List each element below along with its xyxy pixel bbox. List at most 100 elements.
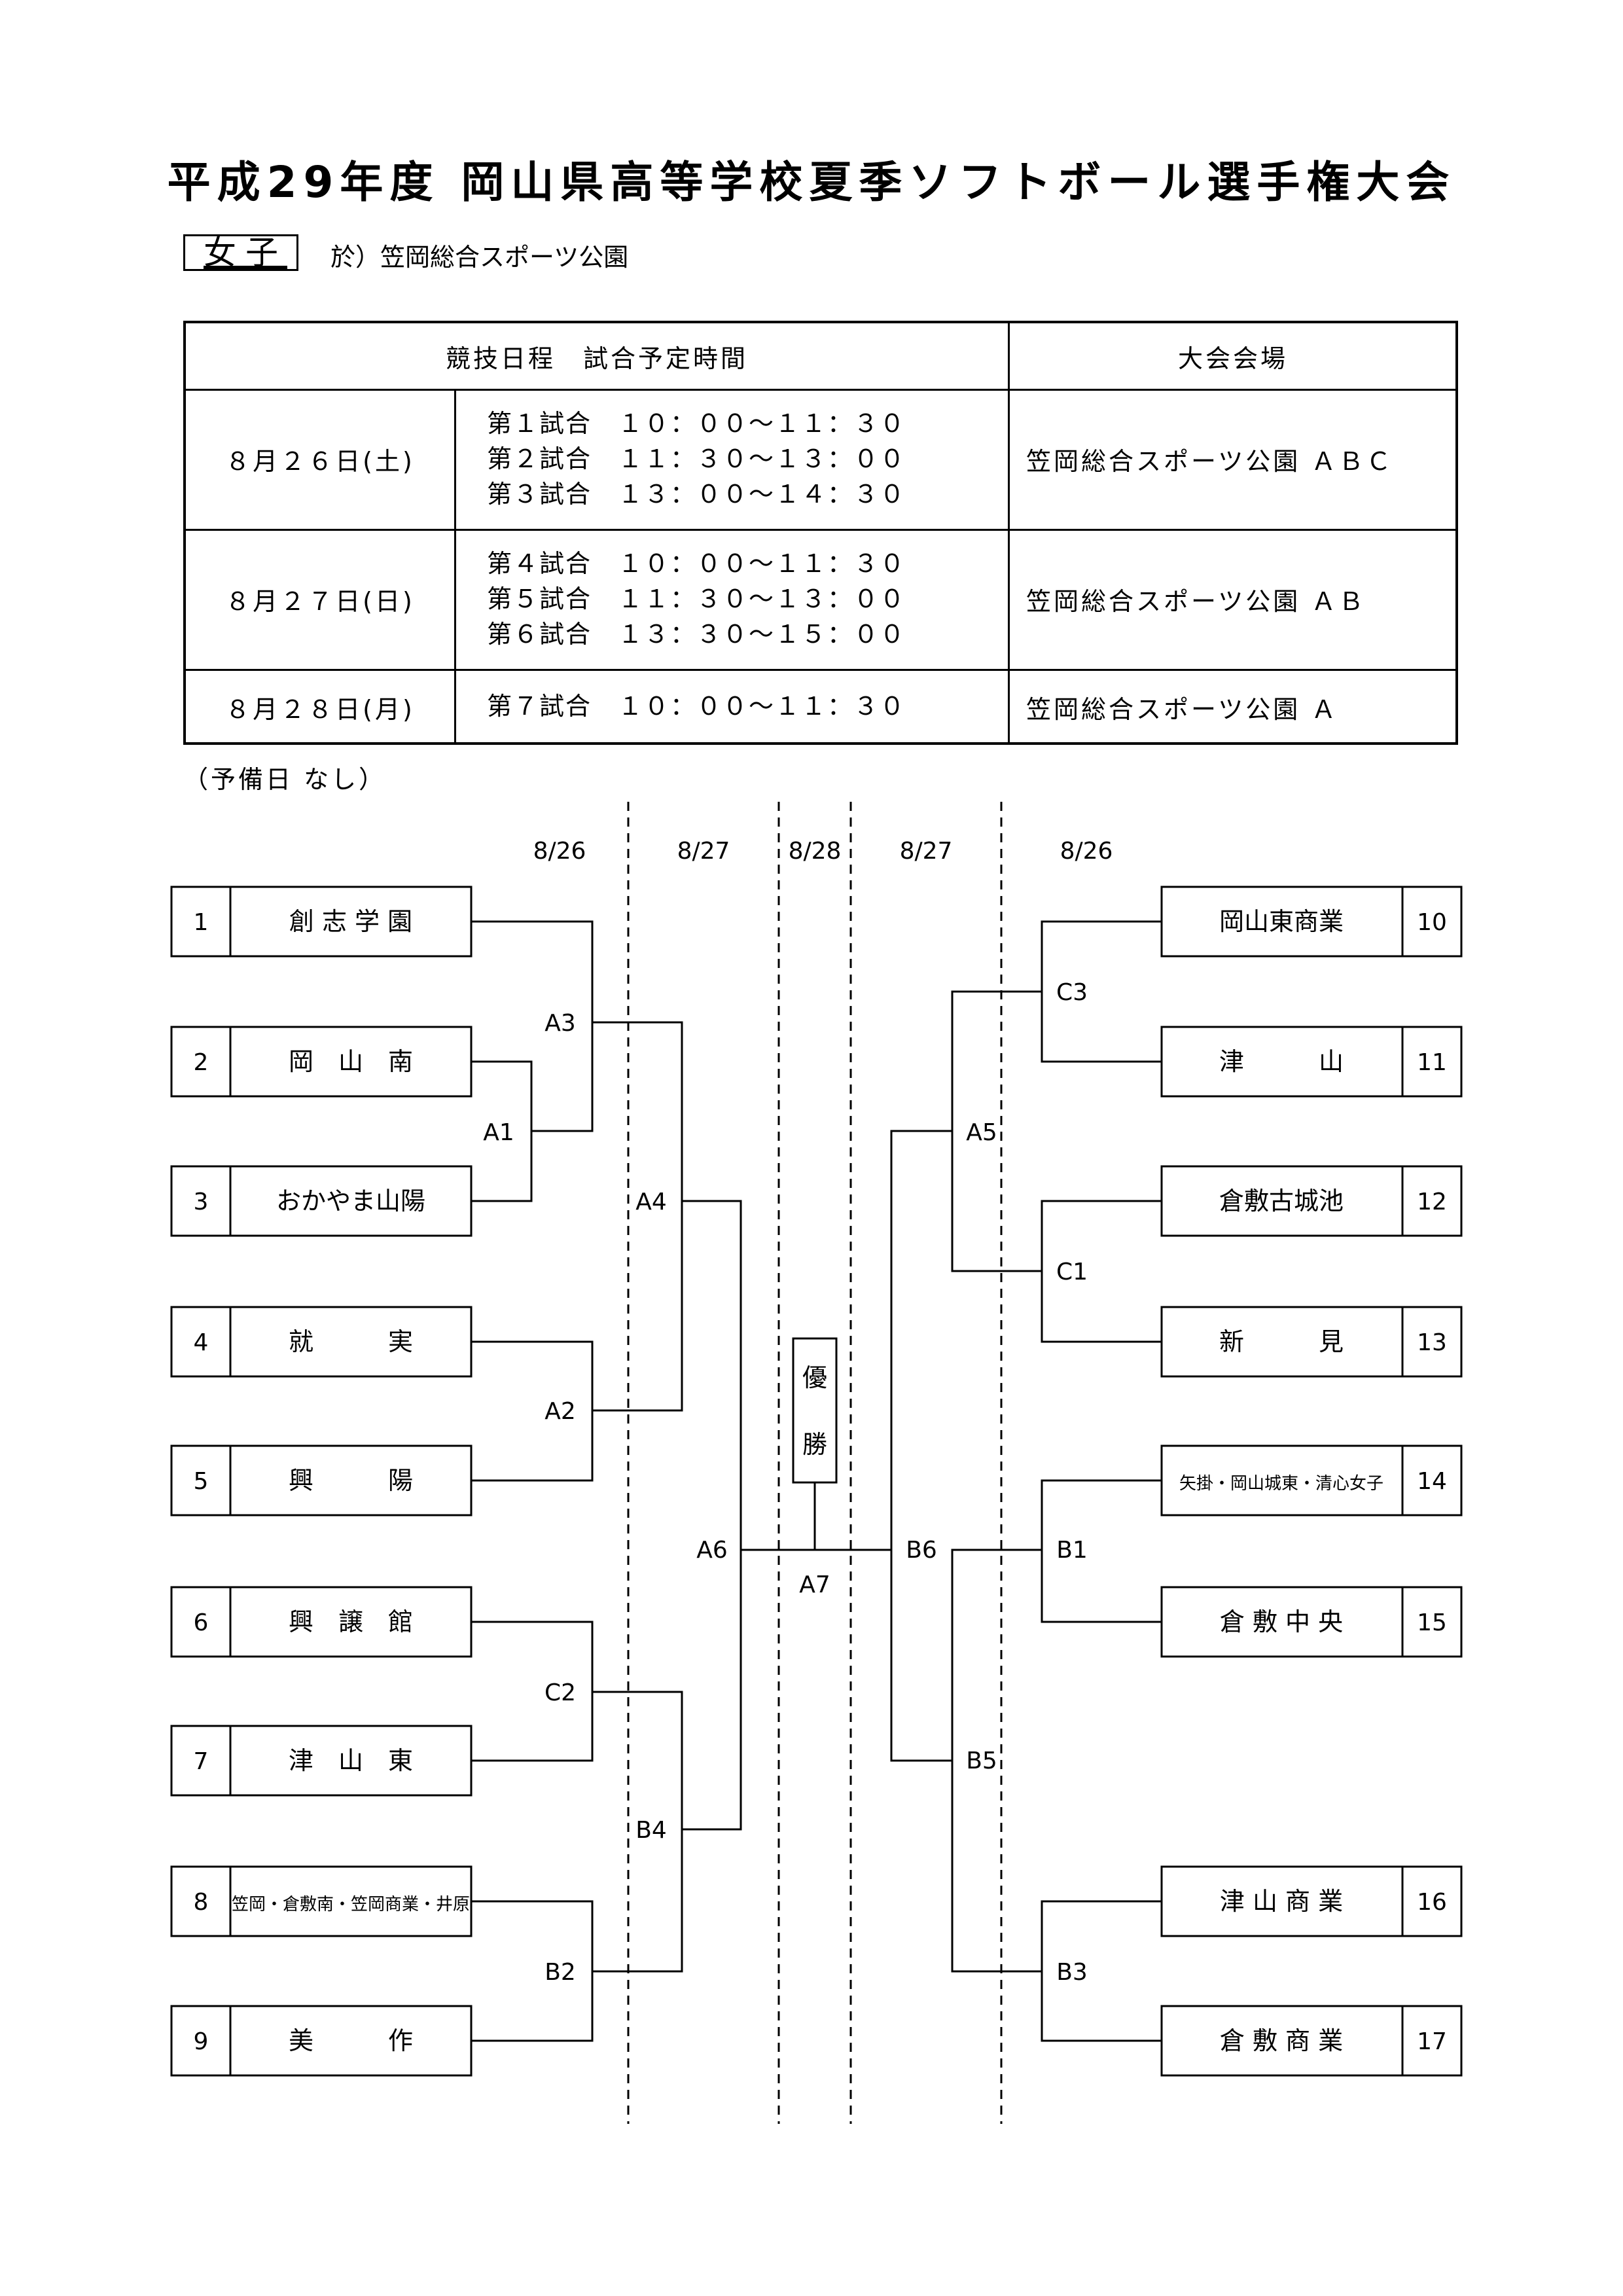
team-name: おかやま山陽	[276, 1187, 425, 1215]
date-header: 8/27	[677, 838, 730, 865]
game-label-c3: C3	[1056, 979, 1088, 1006]
team-seed: 16	[1417, 1889, 1447, 1916]
right-team-entry: 岡山東商業 10	[1160, 886, 1463, 958]
game-label-a2: A2	[544, 1398, 576, 1425]
team-seed: 10	[1417, 909, 1447, 936]
champion-label: 勝	[802, 1430, 827, 1459]
team-seed: 11	[1417, 1049, 1447, 1076]
team-box	[1160, 1026, 1463, 1098]
date-header: 8/27	[900, 838, 953, 865]
team-name: 倉敷古城池	[1219, 1187, 1344, 1215]
game-label-b2: B2	[544, 1959, 576, 1986]
team-name: 興 陽	[289, 1466, 413, 1495]
row3-venue: 笠岡総合スポーツ公園 Ａ	[1026, 694, 1339, 724]
right-team-entry: 新 見 13	[1160, 1306, 1463, 1378]
game-slot: 第６試合 １３：３０～１５：００	[487, 620, 906, 649]
venue-note: 於）笠岡総合スポーツ公園	[330, 243, 629, 272]
schedule-table: 競技日程 試合予定時間 大会会場 ８月２６日(土) 第１試合 １０：００～１１：…	[183, 321, 1458, 745]
team-name: 倉 敷 商 業	[1220, 2026, 1343, 2055]
team-seed: 4	[194, 1329, 209, 1356]
game-label-a1: A1	[483, 1119, 514, 1146]
game-slot: 第２試合 １１：３０～１３：００	[487, 444, 906, 473]
row3-date: ８月２８日(月)	[225, 694, 415, 724]
game-label-c1: C1	[1056, 1259, 1088, 1285]
team-name: 新 見	[1219, 1327, 1344, 1356]
champion-label: 優	[802, 1363, 827, 1392]
team-box	[170, 1586, 473, 1658]
team-box	[170, 1725, 473, 1797]
game-label-b4: B4	[635, 1817, 667, 1844]
game-slot: 第５試合 １１：３０～１３：００	[487, 584, 906, 613]
team-seed: 14	[1417, 1468, 1447, 1495]
game-slot: 第３試合 １３：００～１４：３０	[487, 480, 906, 509]
left-team-entry: 5 興 陽	[170, 1444, 473, 1516]
game-label-b1: B1	[1056, 1537, 1088, 1564]
game-label-a4: A4	[635, 1189, 667, 1215]
team-seed: 1	[194, 909, 209, 936]
team-box	[1160, 886, 1463, 958]
left-team-entry: 9 美 作	[170, 2005, 473, 2077]
team-box	[1160, 2005, 1463, 2077]
game-slot: 第４試合 １０：００～１１：３０	[487, 549, 906, 578]
game-label-b3: B3	[1056, 1959, 1088, 1986]
header-venue: 大会会場	[1177, 344, 1288, 373]
team-seed: 7	[194, 1748, 209, 1775]
team-seed: 2	[194, 1049, 209, 1076]
left-team-entry: 7 津 山 東	[170, 1725, 473, 1797]
right-team-entry: 津 山 商 業 16	[1160, 1865, 1463, 1937]
team-box	[1160, 1865, 1463, 1937]
team-box	[170, 1444, 473, 1516]
division-label: 女子	[183, 234, 298, 271]
row3-games: 第７試合 １０：００～１１：３０	[487, 689, 906, 724]
team-box	[1160, 1444, 1463, 1516]
bracket-lines	[471, 920, 1162, 2042]
champion-box	[792, 1337, 838, 1484]
team-seed: 13	[1417, 1329, 1447, 1356]
team-box	[170, 1026, 473, 1098]
team-name: 倉 敷 中 央	[1220, 1607, 1343, 1636]
reserve-note: （予備日 なし）	[183, 765, 387, 794]
date-header: 8/26	[533, 838, 586, 865]
team-seed: 9	[194, 2028, 209, 2055]
game-label-a3: A3	[544, 1010, 576, 1037]
team-name: 笠岡・倉敷南・笠岡商業・井原	[232, 1895, 470, 1914]
team-seed: 5	[194, 1468, 209, 1495]
team-box	[170, 886, 473, 958]
row2-games: 第４試合 １０：００～１１：３０ 第５試合 １１：３０～１３：００ 第６試合 １３：…	[487, 546, 906, 652]
game-label-a6: A6	[696, 1537, 728, 1564]
team-name: 津 山 商 業	[1220, 1887, 1343, 1916]
team-box	[1160, 1165, 1463, 1237]
team-name: 岡 山 南	[289, 1047, 413, 1076]
team-name: 津 山 東	[289, 1746, 413, 1775]
team-name: 岡山東商業	[1219, 907, 1344, 936]
row2-date: ８月２７日(日)	[225, 586, 415, 616]
date-header: 8/26	[1060, 838, 1113, 865]
team-seed: 15	[1417, 1609, 1447, 1636]
row2-venue: 笠岡総合スポーツ公園 ＡＢ	[1026, 586, 1366, 616]
team-box	[170, 1306, 473, 1378]
team-box	[1160, 1586, 1463, 1658]
left-team-entry: 2 岡 山 南	[170, 1026, 473, 1098]
game-label-b6: B6	[906, 1537, 937, 1564]
game-slot: 第７試合 １０：００～１１：３０	[487, 692, 906, 721]
team-name: 興 譲 館	[289, 1607, 413, 1636]
game-labels: A3 A1 A4 A2 A6 A7 C2 B4 B2 C3 A5 C1 B6 B…	[483, 979, 1088, 1986]
game-label-c2: C2	[544, 1679, 576, 1706]
date-headers: 8/26 8/27 8/28 8/27 8/26	[533, 838, 1113, 865]
team-name: 美 作	[289, 2026, 413, 2055]
team-box	[170, 1865, 473, 1937]
team-box	[1160, 1306, 1463, 1378]
row1-date: ８月２６日(土)	[225, 446, 415, 476]
team-name: 就 実	[289, 1327, 413, 1356]
game-label-a7: A7	[799, 1571, 830, 1598]
